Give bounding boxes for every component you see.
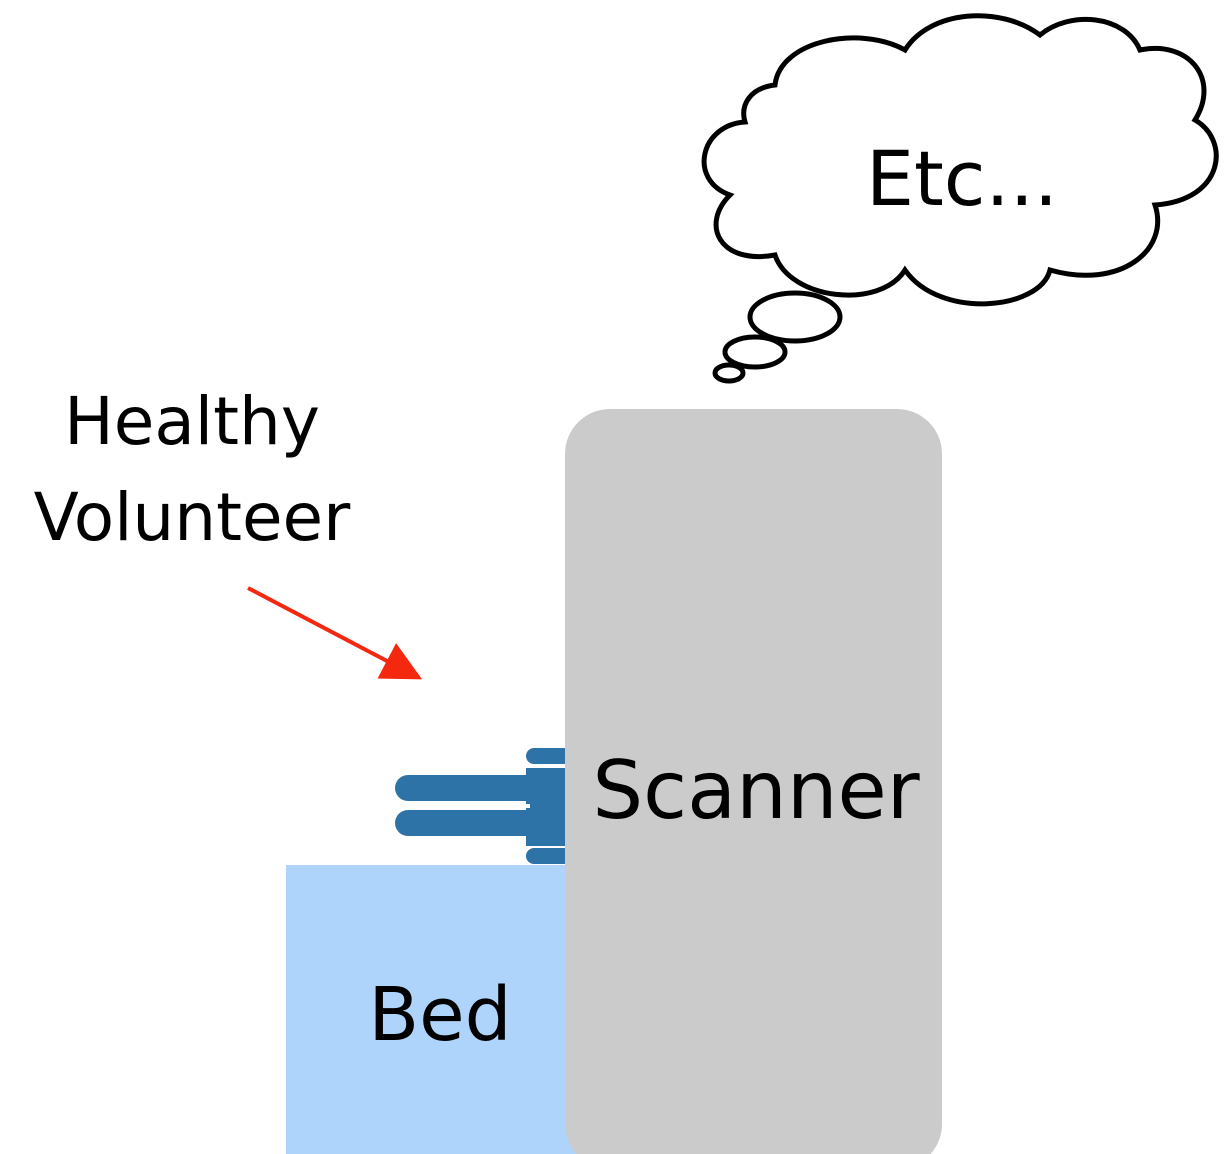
person-lying-icon bbox=[395, 748, 583, 864]
scanner-label: Scanner bbox=[592, 744, 919, 837]
bed-block bbox=[286, 865, 606, 1154]
thought-label: Etc... bbox=[866, 134, 1058, 223]
thought-cloud-icon bbox=[701, 13, 1219, 384]
arrow-icon bbox=[247, 586, 423, 680]
healthy-volunteer-label-line2: Volunteer bbox=[34, 479, 351, 556]
bed-label: Bed bbox=[368, 972, 511, 1058]
scanner-block bbox=[565, 409, 942, 1154]
healthy-volunteer-label-line1: Healthy bbox=[64, 383, 320, 460]
